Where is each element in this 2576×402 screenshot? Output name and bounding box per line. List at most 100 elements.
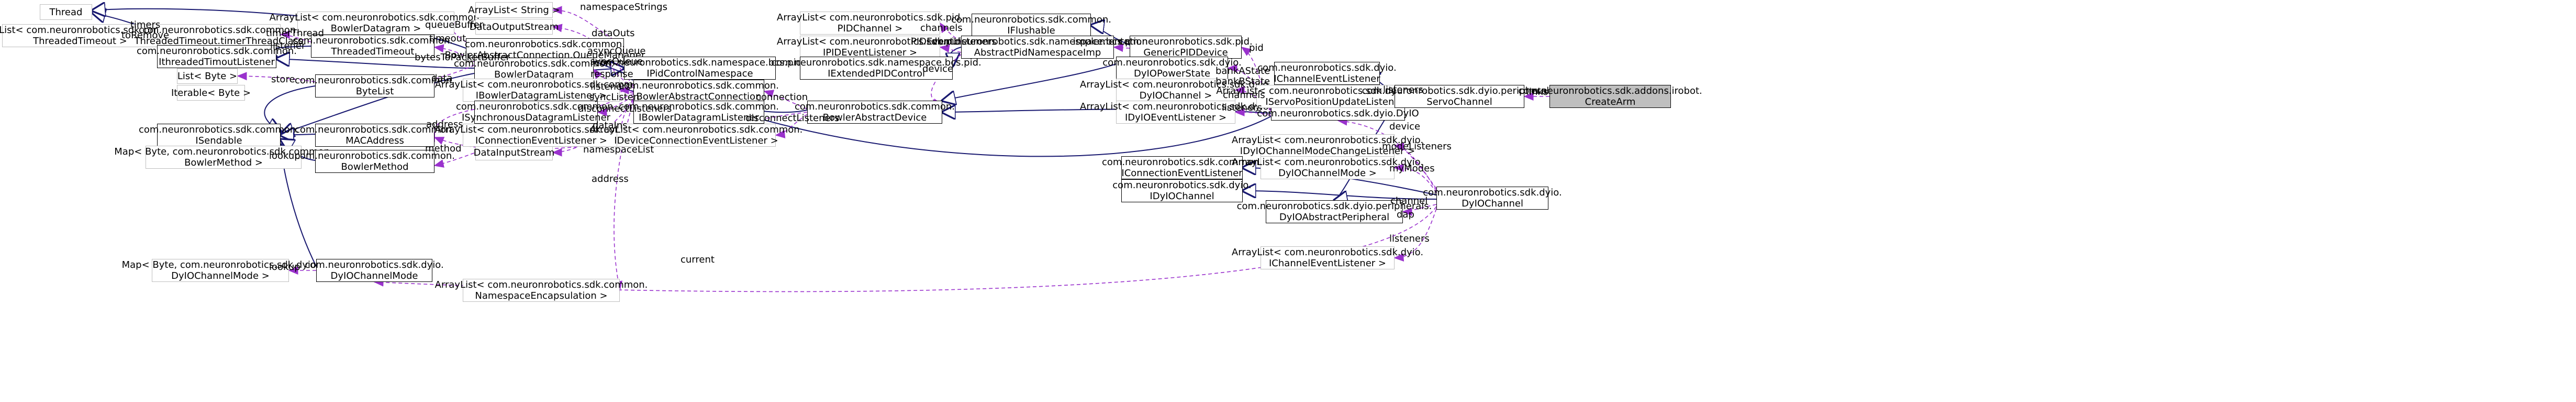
edge-label-address-2: address	[592, 173, 629, 184]
node-queuemanager[interactable]: com.neuronrobotics.sdk.common. BowlerAbs…	[444, 38, 645, 61]
node-dyio[interactable]: com.neuronrobotics.sdk.dyio.DyIO	[1257, 106, 1419, 121]
node-arraylist-ichanneleventlistener[interactable]: ArrayList< com.neuronrobotics.sdk.dyio. …	[1231, 246, 1424, 269]
edge-label-modelisteners: modeListeners	[1382, 141, 1452, 152]
use-edge	[619, 86, 634, 95]
edge-label-bytestopacketbuffer: bytesToPacketBuffer	[415, 52, 510, 63]
edge-label-dataloss: dataIns	[593, 120, 628, 131]
node-macaddress[interactable]: com.neuronrobotics.sdk.common. MACAddres…	[294, 124, 455, 147]
node-dataoutputstream[interactable]: DataOutputStream	[470, 19, 559, 35]
edge-label-dap: dap	[1397, 209, 1414, 220]
edge-label-channel: channel	[1390, 195, 1428, 207]
edge-label-connection: connection	[756, 92, 808, 103]
use-edge	[1393, 208, 1437, 262]
edge-label-links: links	[1526, 86, 1548, 97]
edge-label-data: data	[431, 73, 453, 84]
use-edge	[1393, 143, 1437, 191]
node-genericpiddevice[interactable]: com.neuronrobotics.sdk.pid. GenericPIDDe…	[1119, 36, 1253, 59]
node-arraylist-dyiochannelmode[interactable]: ArrayList< com.neuronrobotics.sdk.dyio. …	[1231, 156, 1424, 179]
edge-label-namespacestrings: namespaceStrings	[580, 2, 667, 13]
use-edge	[1402, 204, 1437, 216]
node-bytelist[interactable]: com.neuronrobotics.sdk.common. ByteList	[294, 74, 455, 97]
node-bowlerabstractconnection[interactable]: com.neuronrobotics.sdk.common. BowlerAbs…	[618, 80, 779, 103]
edge-label-store: store	[271, 74, 295, 85]
use-edge	[939, 44, 962, 53]
node-abstractpidnamespaceimp[interactable]: com.neuronrobotics.sdk.namespace.bcs.pid…	[932, 36, 1143, 59]
node-timerthreadclass[interactable]: com.neuronrobotics.sdk.common. ThreadedT…	[134, 24, 304, 47]
node-thread[interactable]: Thread	[40, 4, 92, 20]
use-edge	[940, 22, 962, 42]
edge-label-lookup-2: lookup	[269, 262, 300, 273]
node-ibowlerdatagramlistener[interactable]: com.neuronrobotics.sdk.common. IBowlerDa…	[618, 101, 779, 124]
node-iconnectioneventlistener[interactable]: com.neuronrobotics.sdk.common. IConnecti…	[1101, 156, 1263, 179]
use-edge	[1227, 64, 1272, 111]
edge-label-timerthread: timerThread	[266, 28, 325, 39]
inherit-edge	[281, 73, 475, 134]
node-map-bowlermethod[interactable]: Map< Byte, com.neuronrobotics.sdk.common…	[114, 146, 333, 169]
node-bowlermethod[interactable]: com.neuronrobotics.sdk.common. BowlerMet…	[294, 150, 455, 173]
edge-label-method: method	[425, 143, 462, 154]
node-list-byte[interactable]: List< Byte >	[177, 68, 238, 84]
edge-label-synclisten: syncListen	[589, 92, 640, 103]
edge-label-timeout: timeout	[429, 33, 466, 44]
use-edge	[763, 90, 808, 110]
node-servochannel[interactable]: com.neuronrobotics.sdk.dyio.peripherals.…	[1362, 85, 1557, 108]
use-edge	[433, 44, 475, 62]
edge-label-listeners-2: listeners	[1222, 102, 1262, 113]
node-arraylist-bowlerdatagram[interactable]: ArrayList< com.neuronrobotics.sdk.common…	[269, 12, 483, 35]
node-bowlerdatagram[interactable]: com.neuronrobotics.sdk.common. BowlerDat…	[453, 58, 615, 81]
edge-label-pid: pid	[1249, 42, 1264, 53]
node-map-dyiochannelmode[interactable]: Map< Byte, com.neuronrobotics.sdk.dyio. …	[121, 259, 319, 282]
node-arraylist-ideviceconnectioneventlistener[interactable]: ArrayList< com.neuronrobotics.sdk.common…	[590, 124, 803, 147]
use-edge	[1234, 108, 1272, 117]
node-ipidcontrolnamespace[interactable]: com.neuronrobotics.sdk.namespace.bcs.pid…	[595, 57, 805, 80]
edge-label-address-1: address	[426, 119, 463, 130]
node-iterable-byte[interactable]: Iterable< Byte >	[171, 85, 251, 101]
edge-label-channels-2: channels	[1223, 90, 1265, 101]
node-datainputstream[interactable]: DataInputStream	[474, 145, 554, 160]
node-arraylist-namespaceencapsulation[interactable]: ArrayList< com.neuronrobotics.sdk.common…	[434, 279, 648, 302]
node-idyiochannel[interactable]: com.neuronrobotics.sdk.dyio. IDyIOChanne…	[1112, 179, 1252, 202]
node-dyioabstractperipheral[interactable]: com.neuronrobotics.sdk.dyio.peripherals.…	[1236, 200, 1432, 223]
node-iextendedpidcontrol[interactable]: com.neuronrobotics.sdk.namespace.bcs.pid…	[771, 57, 982, 80]
edge-label-namespacelist: namespaceList	[583, 144, 654, 155]
edge-label-listeners-3: listeners	[1383, 84, 1423, 95]
edge-label-timers: timers toRemove	[121, 19, 170, 41]
node-isendable[interactable]: com.neuronrobotics.sdk.common. ISendable	[138, 124, 299, 147]
edge-label-listeners-1: listeners	[590, 81, 631, 92]
inherit-edge	[281, 134, 316, 135]
node-arraylist-string[interactable]: ArrayList< String >	[468, 2, 560, 18]
node-ichanneleventlistener[interactable]: com.neuronrobotics.sdk.dyio. IChannelEve…	[1257, 62, 1397, 85]
node-arraylist-pideventlistener[interactable]: ArrayList< com.neuronrobotics.sdk.pid. I…	[776, 36, 964, 59]
use-edge	[280, 30, 311, 42]
node-arraylist-idyiochannelmodechangelistener[interactable]: ArrayList< com.neuronrobotics.sdk.dyio. …	[1231, 134, 1424, 157]
edge-label-response: response	[590, 69, 633, 80]
node-dyiochannelmode[interactable]: com.neuronrobotics.sdk.dyio. DyIOChannel…	[305, 259, 444, 282]
edge-label-pideventlisteners: PIDEventListeners	[911, 36, 997, 47]
node-dyiopowerstate[interactable]: com.neuronrobotics.sdk.dyio. DyIOPowerSt…	[1102, 57, 1242, 80]
edge-label-device-2: device	[1389, 121, 1421, 132]
edge-label-disconnectlisteners-1: disconnectListeners	[578, 103, 672, 114]
node-arraylist-threadedtimeout[interactable]: ArrayList< com.neuronrobotics.sdk.common…	[0, 24, 187, 47]
edge-label-current: current	[681, 254, 715, 265]
node-bowlerabstractdevice[interactable]: com.neuronrobotics.sdk.common. BowlerAbs…	[794, 101, 955, 124]
node-ithreadedtimeoutlistener[interactable]: com.neuronrobotics.sdk.common. Ithreaded…	[136, 45, 297, 68]
node-isynchronousdatagramlistener[interactable]: com.neuronrobotics.sdk.common. ISynchron…	[455, 101, 617, 124]
node-iflushable[interactable]: com.neuronrobotics.sdk.common. IFlushabl…	[951, 14, 1112, 37]
edge-label-listeners-4: listeners	[1389, 233, 1430, 244]
use-edge	[1234, 86, 1272, 112]
use-edge	[237, 72, 316, 82]
edge-label-listener: listener	[270, 40, 306, 51]
use-edge	[1113, 44, 1130, 52]
inherit-edge	[942, 58, 1131, 101]
node-createarm[interactable]: com.neuronrobotics.sdk.addons.irobot. Cr…	[1518, 85, 1702, 108]
node-dyiochannel[interactable]: com.neuronrobotics.sdk.dyio. DyIOChannel	[1423, 187, 1562, 210]
inherit-edge	[276, 59, 475, 69]
edge-label-lookup-1: lookup	[269, 150, 300, 161]
use-edge	[1393, 164, 1437, 193]
edge-label-channels-1: channels	[920, 23, 963, 34]
node-arraylist-iconnectioneventlistener[interactable]: ArrayList< com.neuronrobotics.sdk.common…	[434, 124, 648, 147]
node-arraylist-pidchannel[interactable]: ArrayList< com.neuronrobotics.sdk.pid. P…	[776, 12, 964, 35]
edge-label-bankstate: bankAState bankBState	[1215, 66, 1270, 87]
edge-label-asyncqueue: asyncQueue syncQueue	[587, 46, 646, 67]
node-threadedtimeout[interactable]: com.neuronrobotics.sdk.common. ThreadedT…	[292, 35, 453, 58]
